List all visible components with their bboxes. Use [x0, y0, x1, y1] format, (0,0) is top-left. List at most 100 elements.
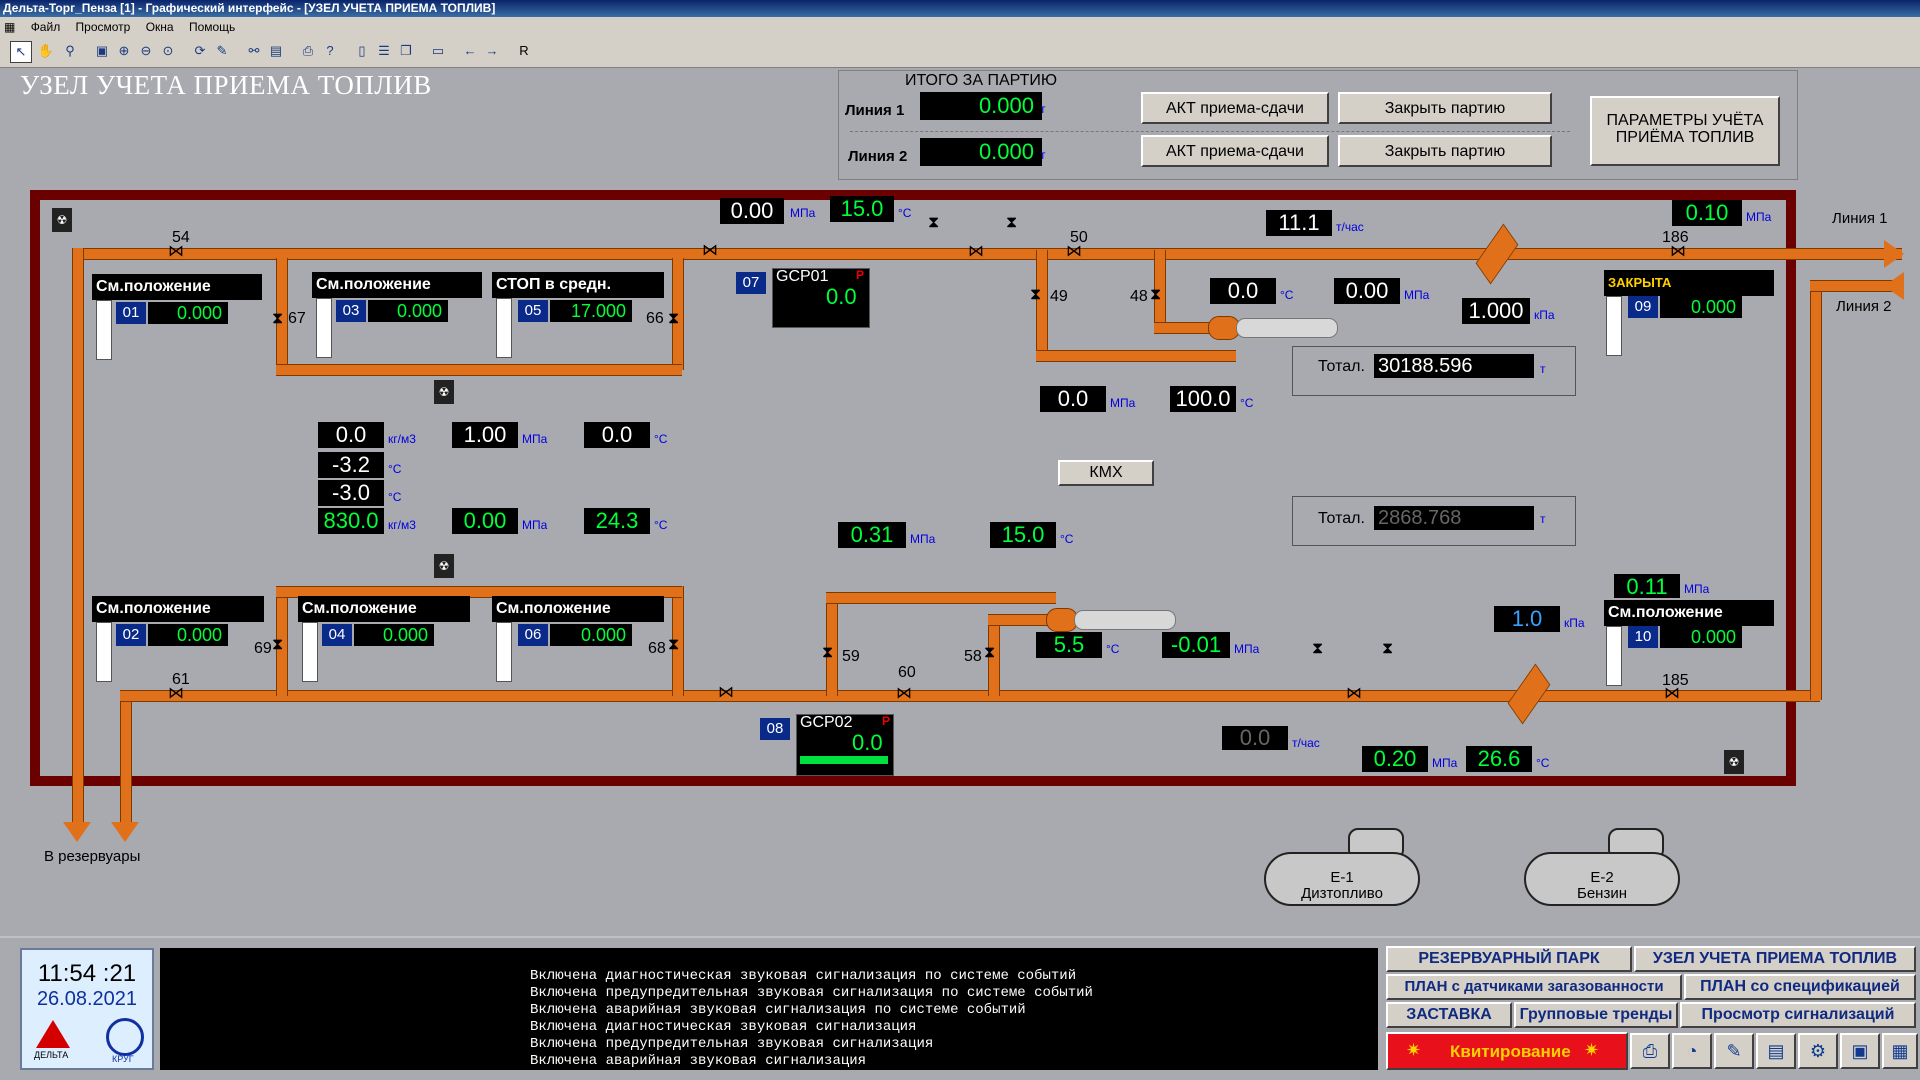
positioner-06-id[interactable]: 06 [518, 624, 548, 646]
nav-fuel-node-button[interactable]: УЗЕЛ УЧЕТА ПРИЕМА ТОПЛИВ [1634, 946, 1916, 972]
valve-icon[interactable]: ⧗ [1382, 640, 1394, 657]
positioner-10-id[interactable]: 10 [1628, 626, 1658, 648]
monitor-icon[interactable]: ▭ [431, 43, 445, 58]
valve-69-icon[interactable]: ⧗ [272, 636, 284, 653]
hand-icon[interactable]: ✋ [37, 43, 55, 58]
refresh-icon[interactable]: ⟳ [194, 43, 206, 58]
valve-66-icon[interactable]: ⧗ [668, 310, 680, 327]
calculator-icon[interactable]: ▦ [1882, 1033, 1918, 1069]
pointer-icon[interactable]: ↖ [10, 41, 32, 63]
positioner-05-id[interactable]: 05 [518, 300, 548, 322]
valve-68-icon[interactable]: ⧗ [668, 636, 680, 653]
positioner-09-id[interactable]: 09 [1628, 296, 1658, 318]
zoom-area-icon[interactable]: ⊙ [162, 43, 174, 58]
valve-185-icon[interactable]: ⋈ [1664, 685, 1680, 702]
event-message: Включена предупредительная звуковая сигн… [530, 1036, 934, 1052]
valve-icon[interactable]: ⧗ [928, 214, 940, 231]
nav-plan-gas-button[interactable]: ПЛАН с датчиками загазованности [1386, 974, 1682, 1000]
gauge-icon[interactable]: ◔ [1672, 1033, 1712, 1069]
total-line2-value: 2868.768 [1374, 506, 1534, 530]
r-button[interactable]: R [519, 43, 529, 58]
valve-icon[interactable]: ⧗ [1006, 214, 1018, 231]
valve-50-label: 50 [1070, 229, 1088, 246]
valve-61-icon[interactable]: ⋈ [168, 685, 184, 702]
line1-side-label: Линия 1 [1832, 210, 1888, 227]
nav-tank-park-button[interactable]: РЕЗЕРВУАРНЫЙ ПАРК [1386, 946, 1632, 972]
positioner-01-gauge [96, 300, 112, 360]
event-message: Включена диагностическая звуковая сигнал… [530, 968, 1077, 984]
tank-e1[interactable]: Е-1 Дизтопливо [1264, 852, 1420, 906]
report-icon[interactable]: ▤ [1756, 1033, 1796, 1069]
windows-icon[interactable]: ❐ [400, 43, 412, 58]
binoculars-icon[interactable]: ⚯ [248, 43, 260, 58]
valve-67-icon[interactable]: ⧗ [272, 310, 284, 327]
positioner-01-id[interactable]: 01 [116, 302, 146, 324]
print-icon[interactable]: ⎙ [302, 43, 314, 58]
valve-49-icon[interactable]: ⧗ [1030, 286, 1042, 303]
nav-group-trends-button[interactable]: Групповые тренды [1514, 1002, 1678, 1028]
menu-view[interactable]: Просмотр [75, 20, 131, 34]
positioner-03-gauge [316, 298, 332, 358]
menu-windows[interactable]: Окна [145, 20, 174, 34]
nav-alarm-view-button[interactable]: Просмотр сигнализаций [1680, 1002, 1916, 1028]
mpa-unit: МПа [522, 432, 548, 446]
pipe-return-right [120, 690, 132, 824]
menu-file[interactable]: Файл [30, 20, 61, 34]
tool-icon[interactable]: ✎ [1714, 1033, 1754, 1069]
gas-sensor-icon[interactable]: ☢ [434, 554, 454, 578]
nav-screensaver-button[interactable]: ЗАСТАВКА [1386, 1002, 1512, 1028]
pressure-bot-value: 0.20 [1362, 746, 1428, 772]
printer-icon[interactable]: ⎙ [1630, 1033, 1670, 1069]
density2-value: 830.0 [318, 508, 384, 534]
app-menu-icon[interactable]: ▦ [4, 20, 16, 34]
arrow-left-icon [1884, 272, 1904, 300]
zoom-fit-icon[interactable]: ▣ [95, 43, 109, 58]
positioner-02-id[interactable]: 02 [116, 624, 146, 646]
nav-plan-spec-button[interactable]: ПЛАН со спецификацией [1684, 974, 1916, 1000]
valve-48-icon[interactable]: ⧗ [1150, 286, 1162, 303]
kmx-button[interactable]: КМХ [1058, 460, 1154, 486]
zoom-in-icon[interactable]: ⊕ [118, 43, 130, 58]
valve-60-icon[interactable]: ⋈ [896, 685, 912, 702]
table-icon[interactable]: ▤ [269, 43, 283, 58]
forward-icon[interactable]: → [485, 43, 499, 58]
valve-186-icon[interactable]: ⋈ [1670, 243, 1686, 260]
pressure-49-value: 0.0 [1040, 386, 1106, 412]
close-batch-button-line1[interactable]: Закрыть партию [1338, 92, 1552, 124]
ack-button[interactable]: ✷ Квитирование ✷ [1386, 1032, 1628, 1070]
act-button-line1[interactable]: АКТ приема-сдачи [1141, 92, 1329, 124]
mpa-unit: МПа [1404, 288, 1430, 302]
close-batch-button-line2[interactable]: Закрыть партию [1338, 135, 1552, 167]
positioner-04-id[interactable]: 04 [322, 624, 352, 646]
network-icon[interactable]: ⚙ [1798, 1033, 1838, 1069]
gas-sensor-icon[interactable]: ☢ [52, 208, 72, 232]
layout-icon[interactable]: ▯ [358, 43, 366, 58]
valve-icon[interactable]: ⋈ [968, 243, 984, 260]
tools-icon[interactable]: ✎ [216, 43, 228, 58]
valve-59-icon[interactable]: ⧗ [822, 644, 834, 661]
list-icon[interactable]: ☰ [378, 43, 390, 58]
zoom-icon[interactable]: ⚲ [65, 43, 75, 58]
gas-sensor-icon[interactable]: ☢ [434, 380, 454, 404]
valve-icon[interactable]: ⋈ [1346, 685, 1362, 702]
valve-58-icon[interactable]: ⧗ [984, 644, 996, 661]
control-valve-line2-icon[interactable]: ⋈ [718, 684, 734, 701]
help-icon[interactable]: ? [326, 43, 334, 58]
positioner-03-id[interactable]: 03 [336, 300, 366, 322]
params-button[interactable]: ПАРАМЕТРЫ УЧЁТА ПРИЁМА ТОПЛИВ [1590, 96, 1780, 166]
gcp02-id[interactable]: 08 [760, 718, 790, 740]
menu-help[interactable]: Помощь [188, 20, 236, 34]
valve-54-icon[interactable]: ⋈ [168, 243, 184, 260]
gcp01-id[interactable]: 07 [736, 272, 766, 294]
act-button-line2[interactable]: АКТ приема-сдачи [1141, 135, 1329, 167]
valve-icon[interactable]: ⧗ [1312, 640, 1324, 657]
pressure-bot-right-value: 0.11 [1614, 574, 1680, 599]
tank-e2[interactable]: Е-2 Бензин [1524, 852, 1680, 906]
valve-50-icon[interactable]: ⋈ [1066, 243, 1082, 260]
zoom-out-icon[interactable]: ⊖ [140, 43, 152, 58]
total-line1-unit: т [1540, 362, 1546, 376]
back-icon[interactable]: ← [463, 43, 477, 58]
display-icon[interactable]: ▣ [1840, 1033, 1880, 1069]
control-valve-line1-icon[interactable]: ⋈ [702, 242, 718, 259]
gas-sensor-icon[interactable]: ☢ [1724, 750, 1744, 774]
